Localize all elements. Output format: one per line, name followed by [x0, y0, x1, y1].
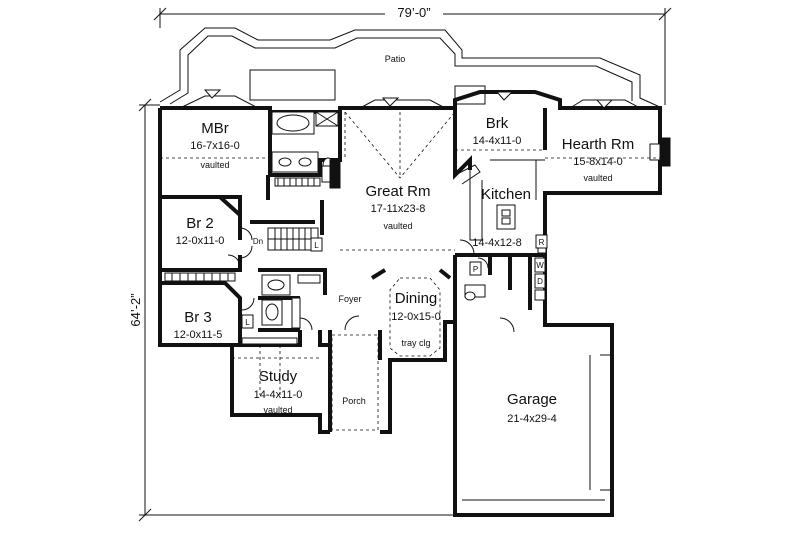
symbol-labels: Dn L L R P W D: [241, 234, 548, 329]
brk-name: Brk: [486, 115, 509, 132]
br3-name: Br 3: [184, 309, 212, 326]
hearth-name: Hearth Rm: [562, 136, 635, 153]
dining-name: Dining: [395, 290, 438, 307]
window-bays: [179, 89, 641, 109]
br3-size: 12-0x11-5: [174, 329, 223, 341]
dimension-texts: 79’-0” 64’-2”: [128, 5, 443, 336]
fireplace-hearth-room: [649, 137, 671, 167]
pantry-label: P: [473, 265, 478, 274]
linen-closet-label-1: L: [314, 241, 319, 250]
closet-hatch: [277, 178, 315, 186]
room-porch: Porch: [342, 396, 366, 406]
room-patio: Patio: [385, 54, 406, 64]
room-mbr: MBr 16-7x16-0 vaulted: [190, 120, 240, 170]
mbr-note: vaulted: [200, 160, 229, 170]
dryer-label: D: [537, 277, 543, 286]
room-study: Study 14-4x11-0 vaulted: [254, 368, 303, 415]
interior-walls: [160, 108, 547, 432]
room-kitchen: Kitchen 14-4x12-8: [472, 186, 531, 249]
kitchen-name: Kitchen: [481, 186, 531, 203]
refrigerator-label: R: [539, 238, 545, 247]
washer-label: W: [536, 261, 544, 270]
hearth-size: 15-8x14-0: [573, 156, 623, 168]
width-dimension: [153, 7, 672, 105]
room-br3: Br 3 12-0x11-5: [174, 309, 223, 341]
garage-size: 21-4x29-4: [507, 413, 557, 425]
study-note: vaulted: [263, 405, 292, 415]
study-name: Study: [259, 368, 298, 385]
stair: [267, 227, 319, 251]
great-size: 17-11x23-8: [371, 203, 426, 215]
closets-br: [164, 272, 321, 345]
room-great: Great Rm 17-11x23-8 vaulted: [365, 183, 430, 231]
dining-size: 12-0x15-0: [391, 311, 441, 323]
garage-name: Garage: [507, 391, 557, 408]
laundry-fixtures: [464, 257, 546, 301]
room-foyer: Foyer: [338, 294, 361, 304]
great-note: vaulted: [383, 221, 412, 231]
foyer-name: Foyer: [338, 294, 361, 304]
dining-note: tray clg: [401, 338, 430, 348]
room-dining: Dining 12-0x15-0 tray clg: [391, 290, 441, 348]
door-swings: [227, 227, 515, 333]
room-garage: Garage 21-4x29-4: [507, 391, 557, 425]
kitchen-size: 14-4x12-8: [472, 237, 522, 249]
overall-depth-label: 64’-2”: [128, 293, 143, 326]
garage-doors: [462, 354, 612, 501]
overall-width-label: 79’-0”: [397, 5, 430, 20]
mbr-size: 16-7x16-0: [190, 140, 240, 152]
stair-down-label: Dn: [253, 237, 263, 246]
brk-size: 14-4x11-0: [473, 135, 522, 147]
great-name: Great Rm: [365, 183, 430, 200]
hearth-note: vaulted: [583, 173, 612, 183]
patio-outline: [159, 27, 663, 109]
depth-dimension: [138, 98, 455, 522]
exterior-walls: [158, 90, 662, 517]
room-brk: Brk 14-4x11-0: [473, 115, 522, 147]
br2-name: Br 2: [186, 215, 214, 232]
room-hearth: Hearth Rm 15-8x14-0 vaulted: [562, 136, 635, 183]
study-size: 14-4x11-0: [254, 389, 303, 401]
br2-size: 12-0x11-0: [176, 235, 225, 247]
fireplace-great-room: [321, 159, 341, 189]
porch-name: Porch: [342, 396, 366, 406]
hall-bath: [261, 274, 301, 329]
mbr-bath-fixtures: [271, 111, 339, 187]
patio-name: Patio: [385, 54, 406, 64]
room-br2: Br 2 12-0x11-0: [176, 215, 225, 247]
mbr-name: MBr: [201, 120, 229, 137]
linen-closet-label-2: L: [245, 318, 250, 327]
dashed-lines: [160, 111, 660, 431]
